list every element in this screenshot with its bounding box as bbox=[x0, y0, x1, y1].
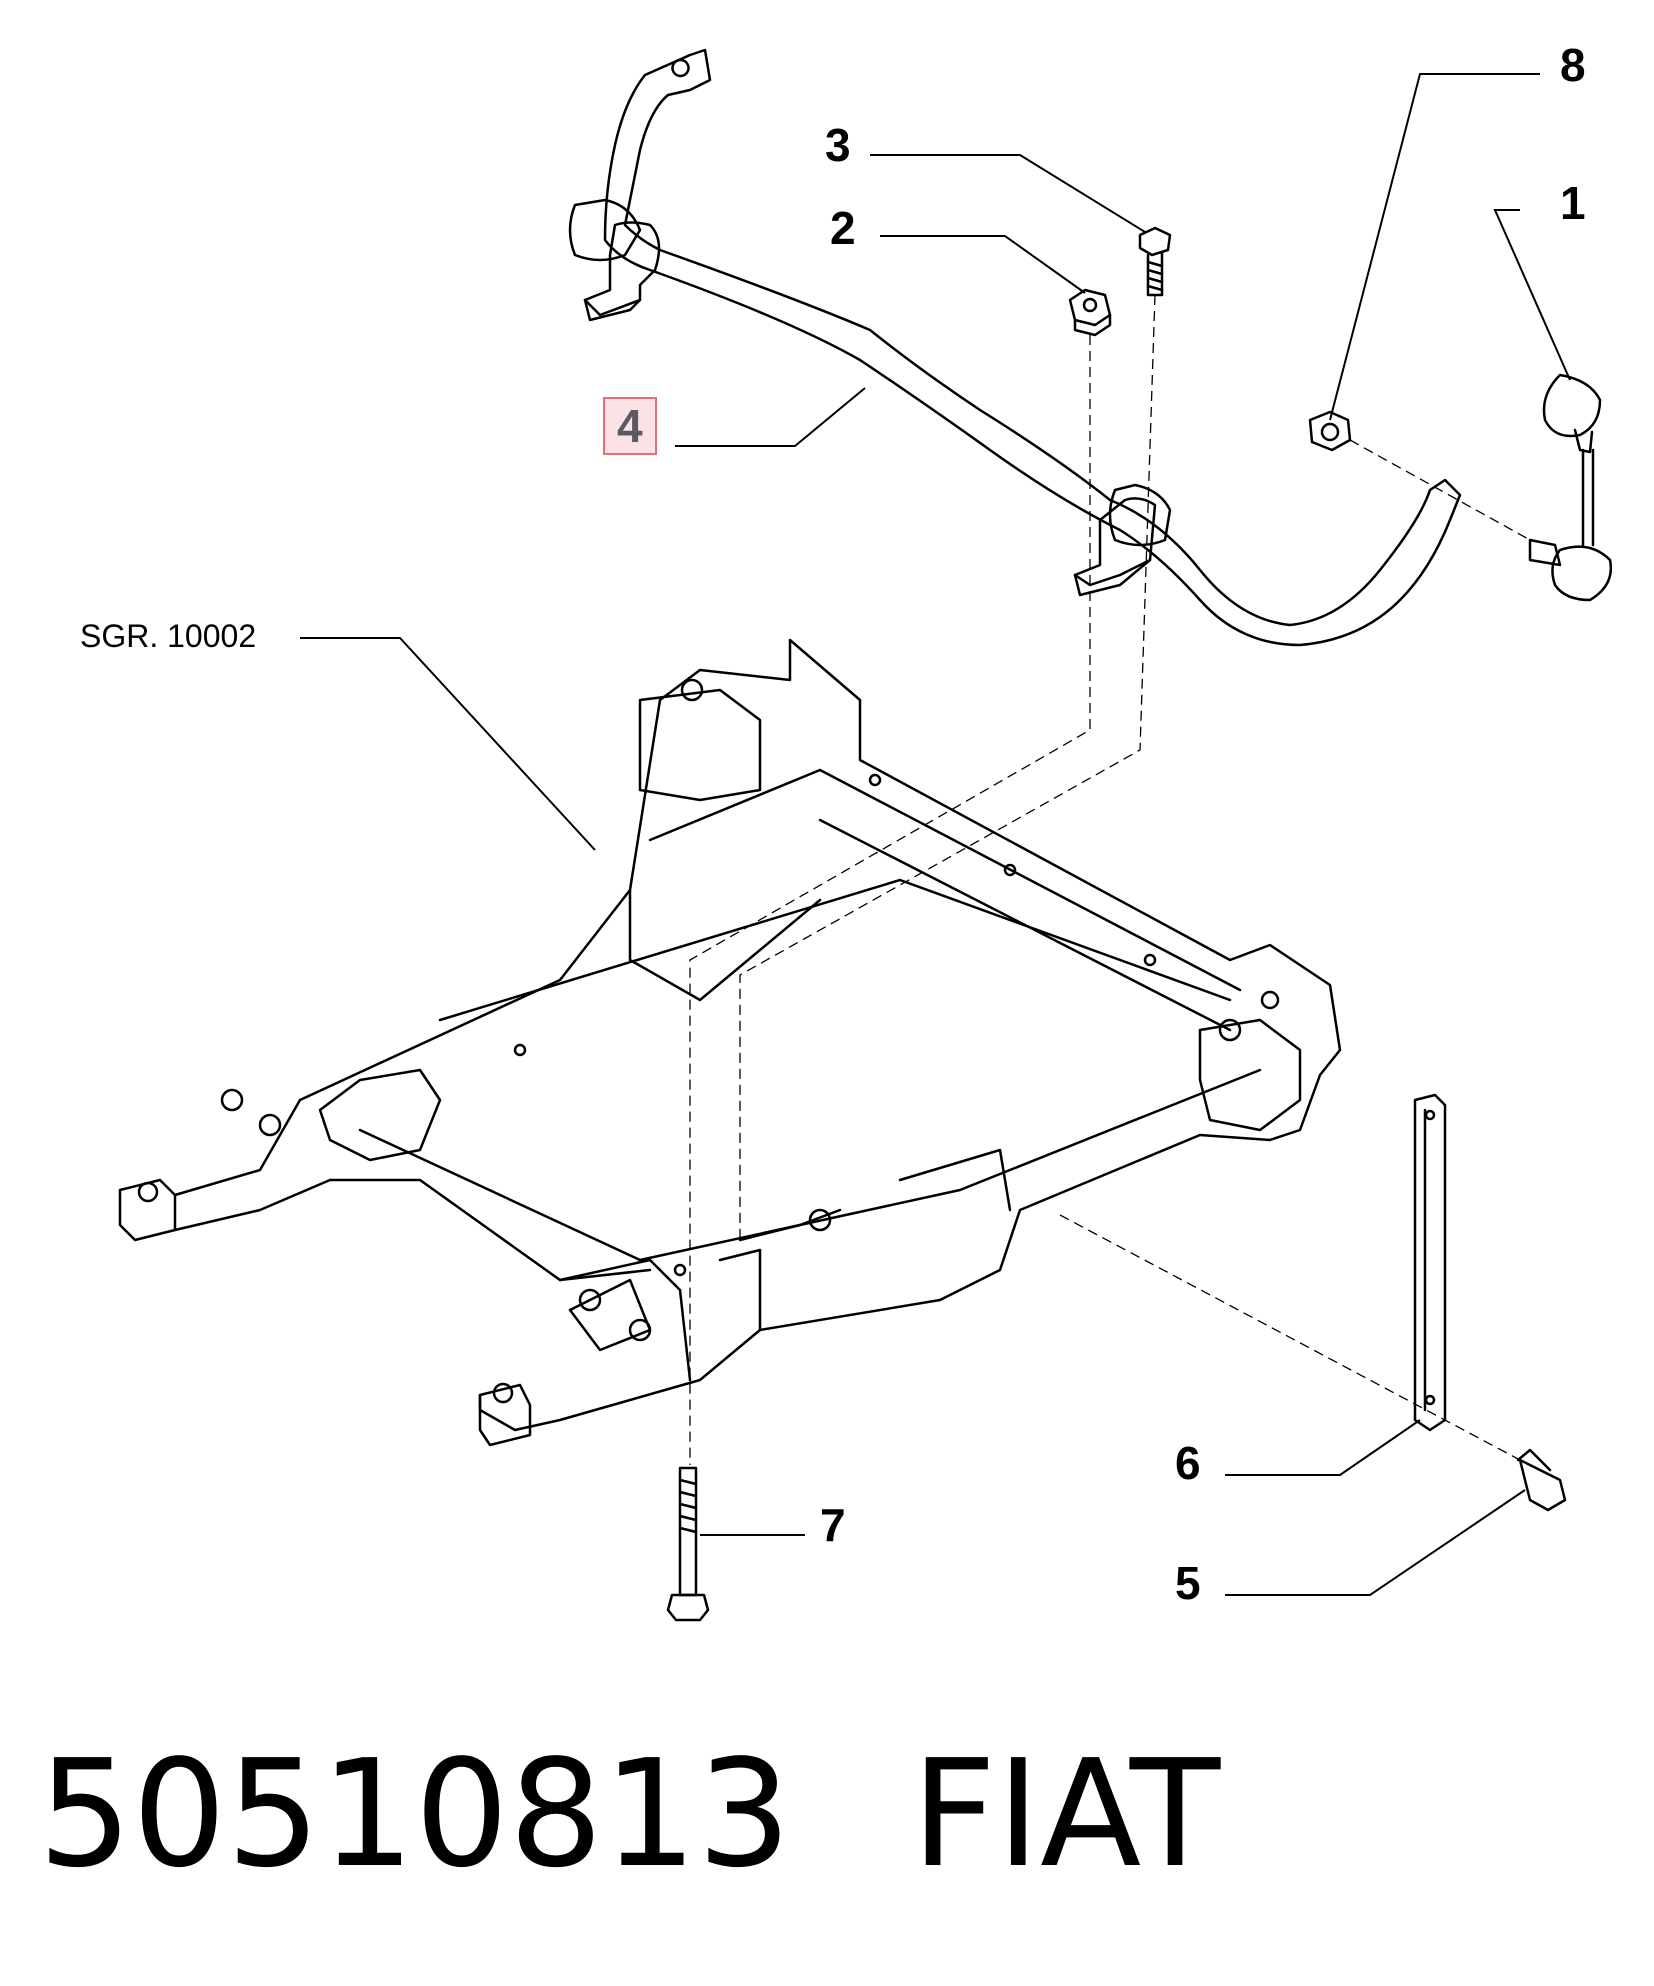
callout-7: 7 bbox=[820, 1499, 846, 1551]
assembly-lines bbox=[689, 294, 1531, 1465]
stabilizer-bar bbox=[603, 48, 1462, 647]
front-subframe bbox=[118, 638, 1342, 1447]
callout-3: 3 bbox=[825, 119, 851, 171]
bar-clamp-right bbox=[1073, 483, 1172, 597]
bracket-part-6 bbox=[1413, 1093, 1447, 1432]
bolt-part-7 bbox=[666, 1466, 710, 1622]
leader-lines bbox=[300, 73, 1571, 1596]
callout-subframe-ref: SGR. 10002 bbox=[80, 618, 257, 654]
bolt-part-3 bbox=[1138, 226, 1172, 297]
callout-2: 2 bbox=[830, 202, 856, 254]
callout-6: 6 bbox=[1175, 1437, 1201, 1489]
nut-part-2 bbox=[1068, 288, 1112, 337]
callout-1: 1 bbox=[1560, 177, 1586, 229]
bar-clamp-left bbox=[568, 198, 661, 322]
callout-4-highlighted: 4 bbox=[603, 397, 657, 455]
exploded-parts-diagram bbox=[118, 48, 1613, 1622]
callout-8: 8 bbox=[1560, 39, 1586, 91]
part-number: 50510813 bbox=[38, 1728, 792, 1900]
stabilizer-link-part-1 bbox=[1528, 373, 1613, 602]
bolt-part-5 bbox=[1516, 1448, 1567, 1512]
brand-name: FIAT bbox=[911, 1728, 1221, 1900]
callout-5: 5 bbox=[1175, 1557, 1201, 1609]
